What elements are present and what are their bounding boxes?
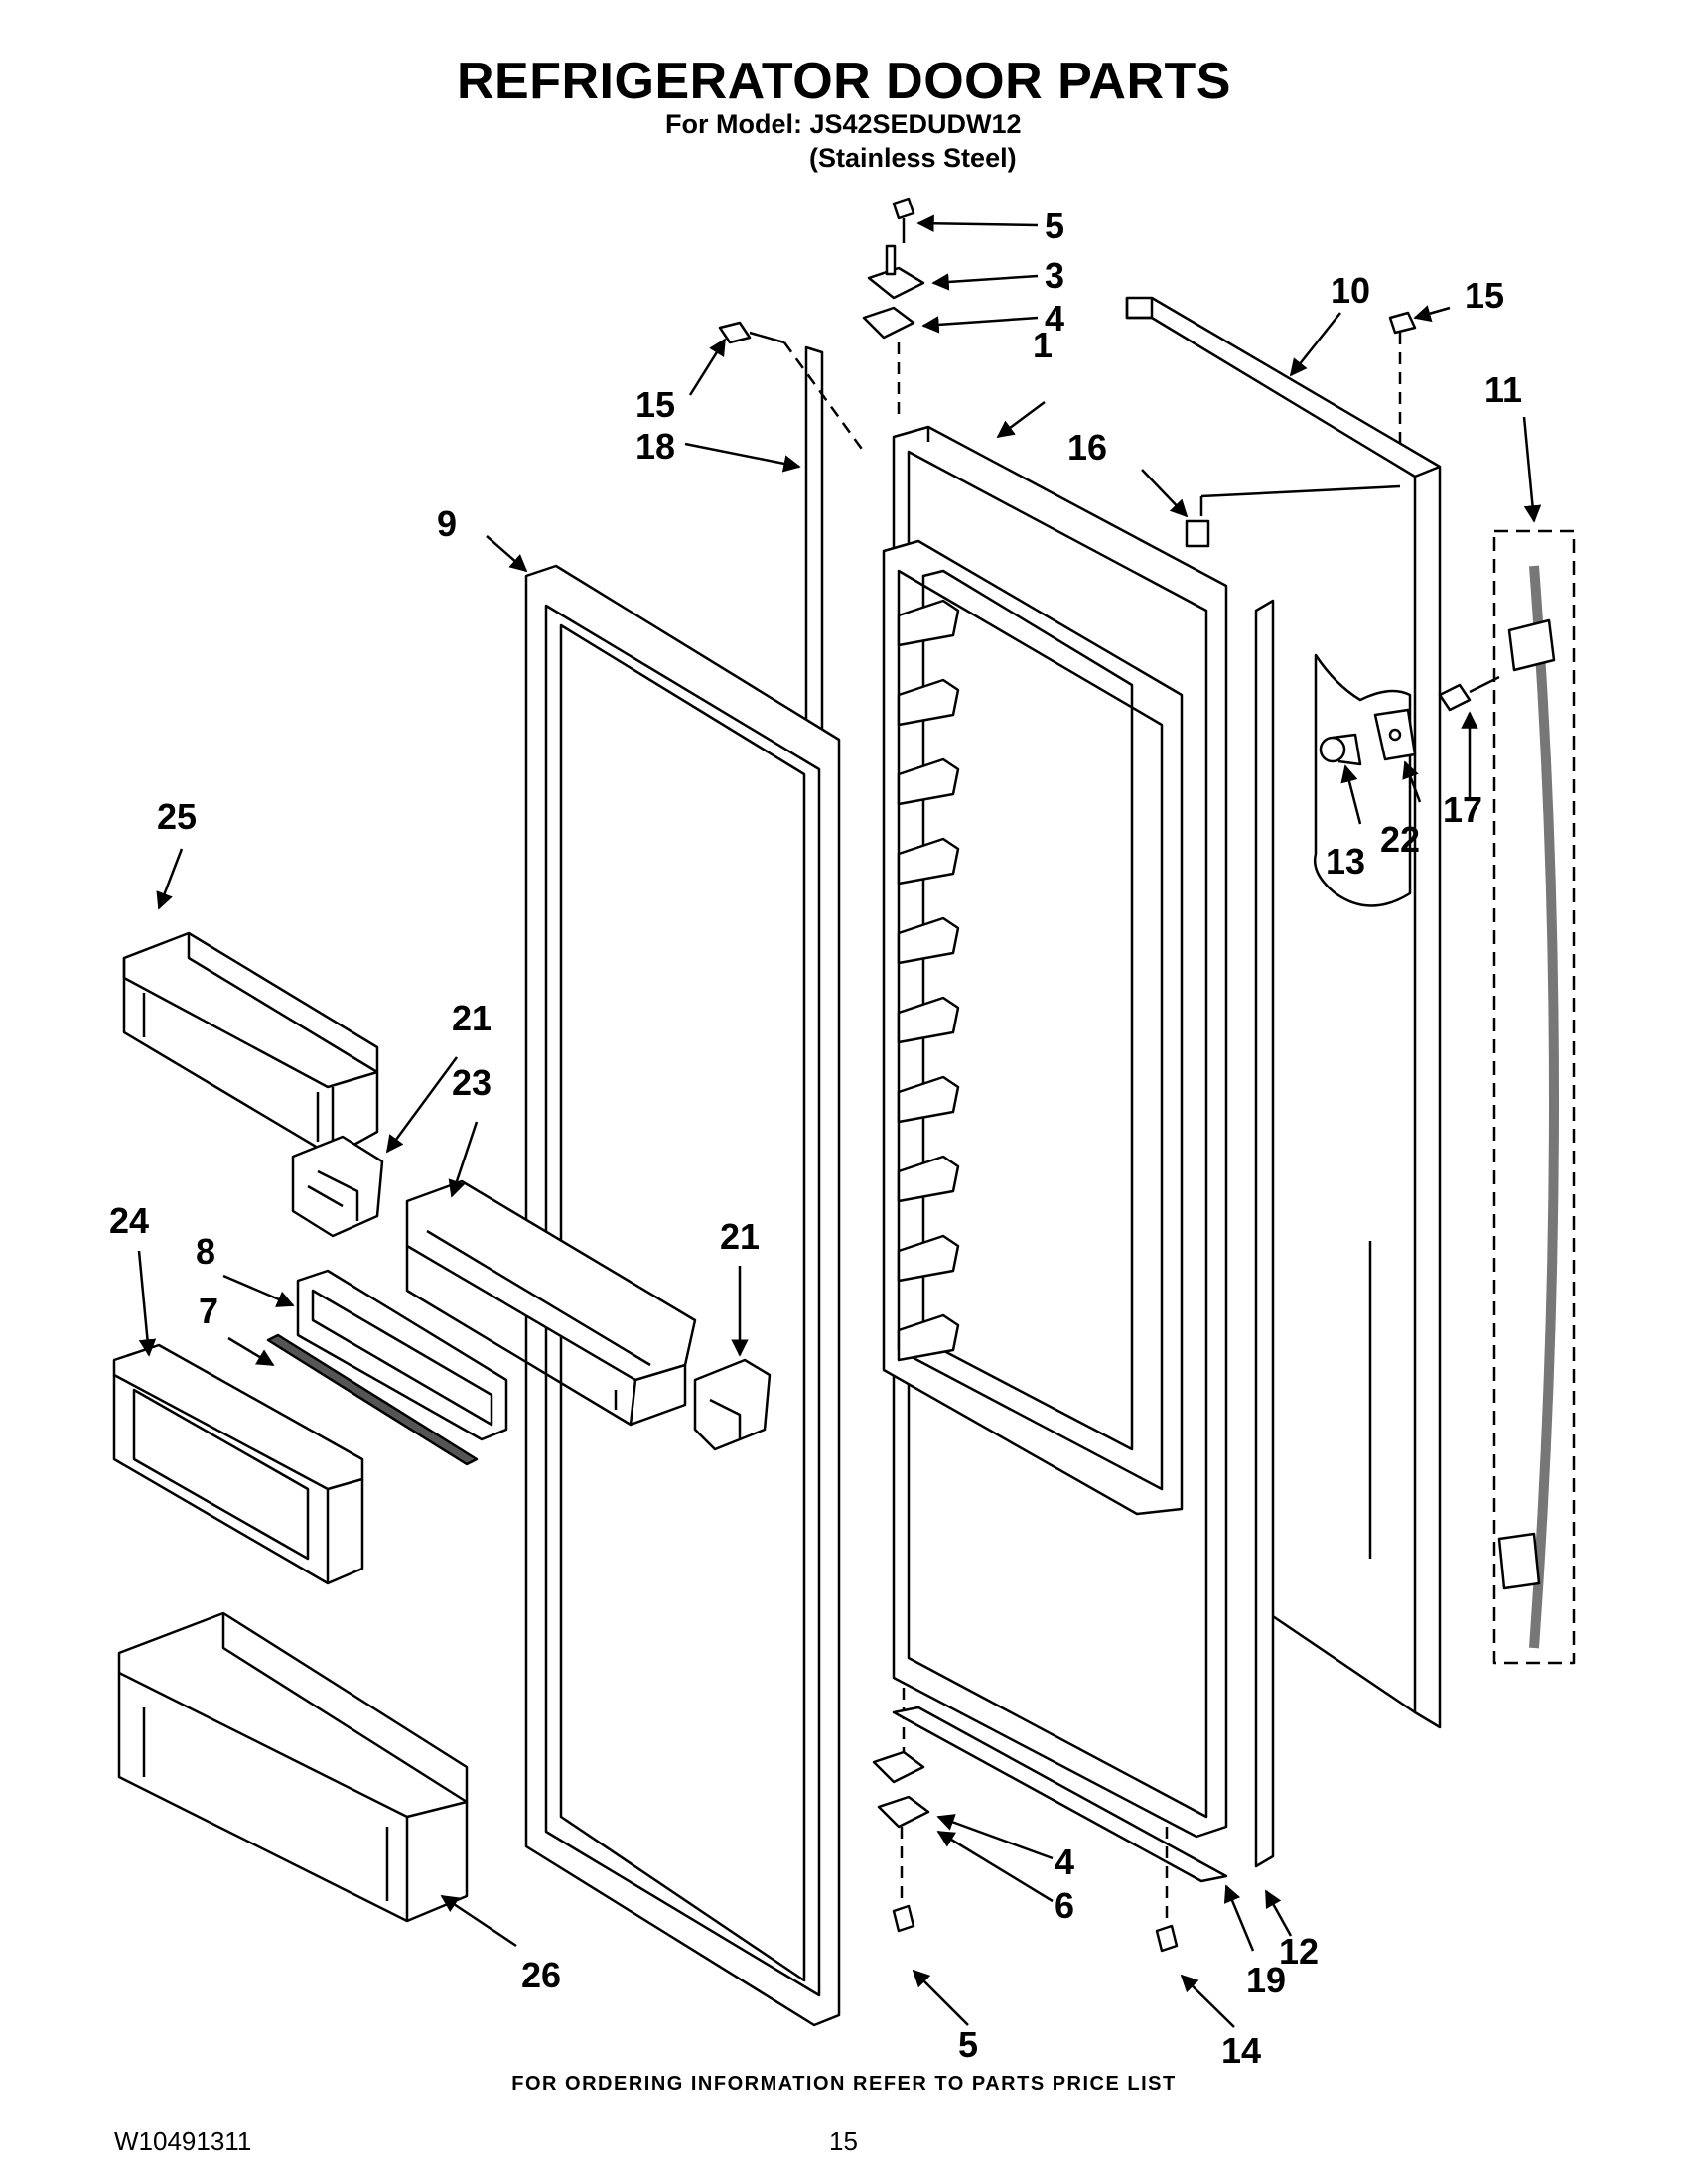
model-finish: (Stainless Steel)	[809, 143, 1017, 173]
screw-15-right	[1388, 311, 1417, 447]
screw-17	[1438, 675, 1500, 712]
callout-22: 22	[1380, 819, 1420, 860]
callout-9: 9	[437, 503, 457, 544]
page-title: REFRIGERATOR DOOR PARTS	[457, 53, 1231, 110]
callout-18: 18	[635, 426, 675, 467]
outer-door-panel	[1125, 296, 1442, 1729]
callout-25: 25	[157, 796, 197, 837]
callout-15-left: 15	[635, 384, 675, 425]
callout-4-top: 4	[1045, 298, 1064, 339]
callout-5-bottom: 5	[958, 2024, 978, 2065]
hinge-screw-top	[892, 197, 915, 243]
bottom-hinge	[872, 1688, 930, 1906]
callout-13: 13	[1326, 841, 1365, 882]
bumper	[1319, 733, 1362, 766]
document-number: W10491311	[114, 2126, 252, 2156]
callout-16: 16	[1067, 427, 1107, 468]
door-cover-panel	[112, 1343, 364, 1585]
door-gasket	[524, 564, 841, 2027]
callout-21-lower: 21	[720, 1216, 760, 1257]
cutaway-detail	[1313, 653, 1412, 907]
callout-23: 23	[452, 1062, 492, 1103]
callout-21-upper: 21	[452, 998, 492, 1038]
top-hinge	[862, 244, 925, 417]
ordering-note: FOR ORDERING INFORMATION REFER TO PARTS …	[511, 2073, 1177, 2095]
callout-3: 3	[1045, 255, 1064, 296]
screw-15-left	[718, 321, 866, 453]
callout-6: 6	[1055, 1885, 1074, 1926]
callout-15-right: 15	[1465, 275, 1504, 316]
door-handle	[1492, 529, 1576, 1665]
callout-19: 19	[1246, 1960, 1286, 2000]
callout-5-top: 5	[1045, 205, 1064, 246]
callout-24: 24	[109, 1200, 149, 1241]
callout-8: 8	[196, 1231, 215, 1272]
callout-11: 11	[1484, 369, 1522, 410]
door-bin-large	[117, 1611, 469, 1923]
bottom-trim	[892, 1706, 1228, 1883]
door-bin-small	[122, 931, 379, 1159]
page-number: 15	[829, 2126, 858, 2156]
model-number: For Model: JS42SEDUDW12	[665, 109, 1022, 139]
bin-clip-upper	[291, 1135, 384, 1238]
callout-26: 26	[521, 1955, 561, 1995]
callout-1: 1	[1033, 325, 1053, 365]
callout-4-bottom: 4	[1055, 1842, 1074, 1882]
door-module-housing	[405, 1179, 697, 1427]
callout-14: 14	[1221, 2030, 1261, 2071]
module-strip	[266, 1333, 479, 1466]
door-liner	[882, 425, 1228, 1839]
hinge-screw-bottom	[892, 1904, 915, 1933]
callout-12: 12	[1279, 1931, 1319, 1972]
plug	[1185, 484, 1401, 548]
side-trim-strip-right	[1254, 599, 1275, 1868]
callout-10: 10	[1331, 270, 1370, 311]
callout-7: 7	[199, 1291, 218, 1331]
screw-14	[1155, 1827, 1179, 1953]
callout-17: 17	[1443, 789, 1482, 830]
washer-plate	[1373, 708, 1417, 761]
module-seal-frame	[296, 1269, 508, 1441]
bin-clip-lower	[693, 1358, 772, 1451]
